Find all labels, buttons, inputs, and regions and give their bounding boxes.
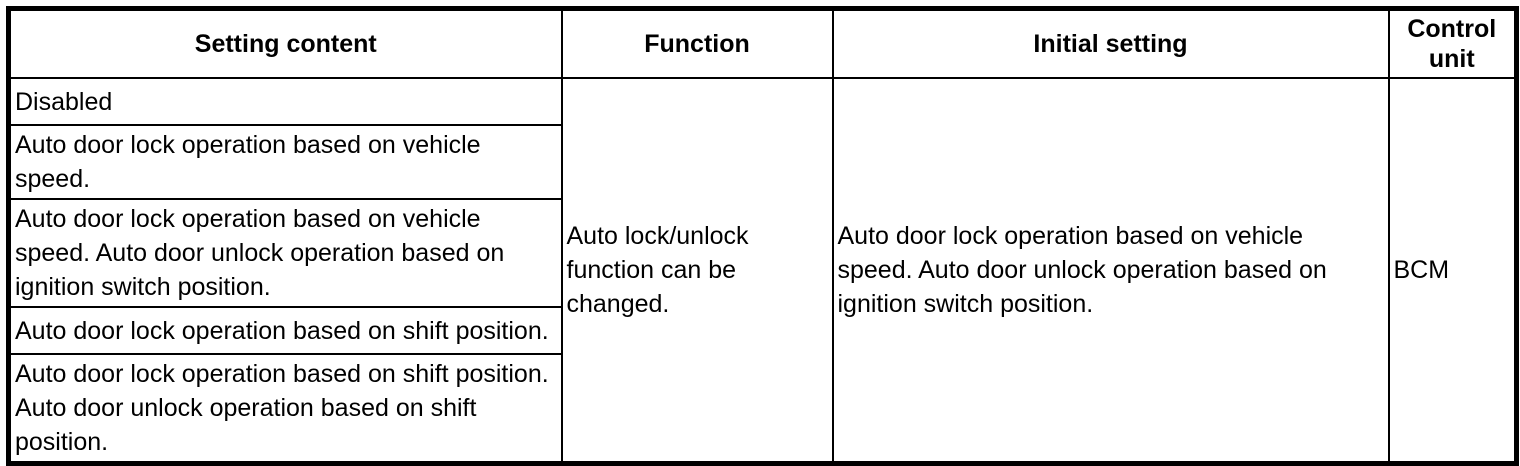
- table-row: Auto door lock operation based on shift …: [7, 353, 1517, 465]
- setting-cell-vehicle-speed: Auto door lock operation based on vehicl…: [7, 124, 563, 200]
- header-function: Function: [560, 7, 834, 79]
- initial-setting-cell: Auto door lock operation based on vehicl…: [831, 77, 1390, 465]
- table-row: Disabled Auto lock/unlock function can b…: [7, 77, 1518, 465]
- table-row: Auto door lock operation based on shift …: [7, 306, 1517, 355]
- setting-cell-shift-position-unlock: Auto door lock operation based on shift …: [7, 353, 563, 465]
- setting-cell-shift-position: Auto door lock operation based on shift …: [7, 306, 563, 355]
- table-row: Auto door lock operation based on vehicl…: [7, 124, 1517, 200]
- header-setting-content: Setting content: [7, 7, 563, 79]
- control-unit-cell: BCM: [1387, 77, 1518, 465]
- table-row: Auto door lock operation based on vehicl…: [7, 198, 1517, 308]
- setting-cell-vehicle-speed-ignition: Auto door lock operation based on vehicl…: [7, 198, 563, 308]
- auto-door-lock-settings-table: Setting content Function Initial setting…: [6, 6, 1519, 466]
- table-header-row: Setting content Function Initial setting…: [7, 7, 1518, 79]
- function-cell: Auto lock/unlock function can be changed…: [560, 77, 834, 465]
- header-initial-setting: Initial setting: [831, 7, 1390, 79]
- setting-cell-disabled: Disabled: [7, 77, 563, 126]
- header-control-unit: Control unit: [1387, 7, 1518, 79]
